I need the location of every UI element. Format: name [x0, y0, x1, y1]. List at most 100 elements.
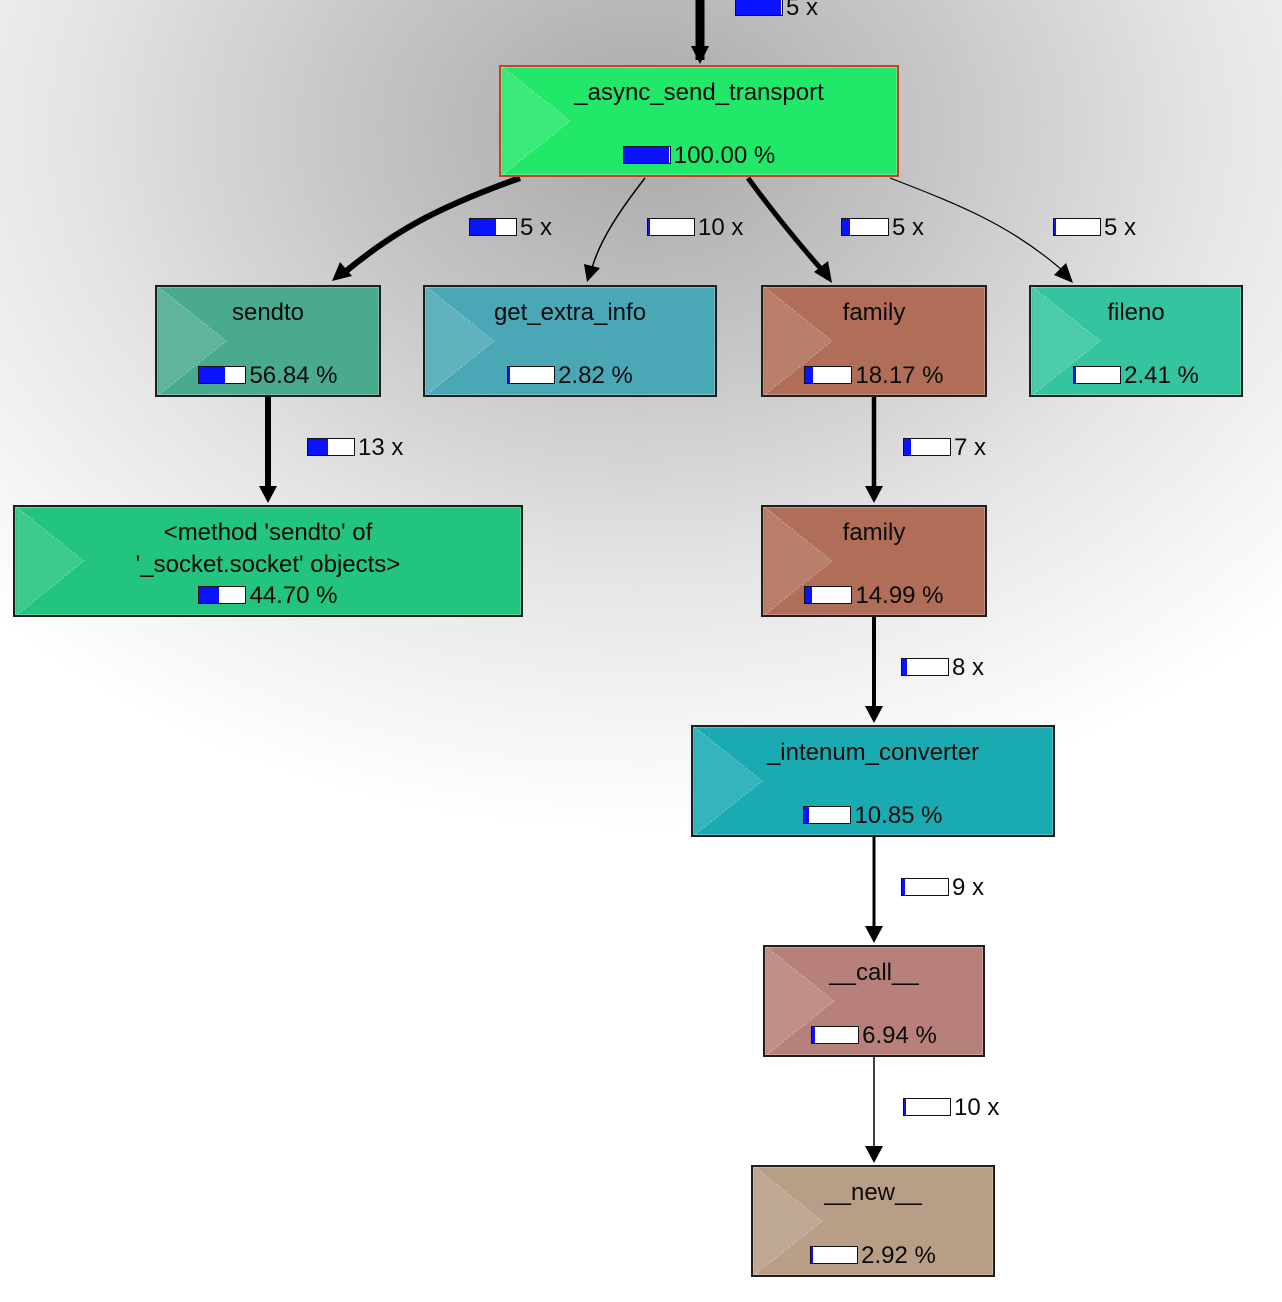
- cost-fill: [199, 586, 220, 603]
- edge-cost-fill: [904, 1098, 906, 1115]
- edge-cost-bar: [469, 217, 517, 236]
- edge-label: 10 x: [903, 1094, 999, 1122]
- cost-bar: [803, 805, 852, 824]
- cost-fill: [811, 1246, 814, 1263]
- node-call[interactable]: __call__ 6.94 %: [763, 945, 985, 1057]
- node-name: __call__: [829, 959, 919, 986]
- edge-cost-fill: [470, 218, 496, 235]
- cost-bar: [198, 585, 247, 604]
- cost-fill: [805, 586, 813, 603]
- arrowhead-icon: [814, 261, 832, 283]
- edge-cost-bar: [735, 0, 783, 16]
- node-new[interactable]: __new__ 2.92 %: [751, 1165, 995, 1277]
- edge-cost-bar: [903, 437, 951, 456]
- cost-fill: [1074, 366, 1077, 383]
- edge-cost-bar: [1053, 217, 1101, 236]
- arrowhead-icon: [865, 486, 883, 503]
- node-chevron-icon: [158, 287, 227, 395]
- node-chevron-icon: [502, 67, 571, 175]
- node-percent: 14.99 %: [855, 582, 944, 609]
- node-chevron-icon: [764, 287, 833, 395]
- node-chevron-icon: [754, 1167, 823, 1275]
- arrowhead-icon: [259, 486, 277, 503]
- edge-label: 9 x: [901, 874, 984, 902]
- cost-fill: [508, 366, 511, 383]
- edge-label: 5 x: [469, 214, 552, 242]
- node-percent: 6.94 %: [862, 1022, 937, 1049]
- edge-e1[interactable]: [343, 175, 522, 275]
- node-sendto[interactable]: sendto 56.84 %: [155, 285, 381, 397]
- cost-fill: [804, 806, 810, 823]
- cost-fill: [805, 366, 814, 383]
- node-family-inner[interactable]: family 14.99 %: [761, 505, 987, 617]
- node-chevron-icon: [694, 727, 763, 835]
- arrowhead-icon: [865, 1146, 883, 1163]
- cost-bar: [804, 365, 853, 384]
- edge-cost-bar: [841, 217, 889, 236]
- edge-e3[interactable]: [745, 176, 824, 272]
- edge-cost-bar: [901, 877, 949, 896]
- arrowhead-icon: [691, 46, 709, 64]
- node-name: __new__: [824, 1179, 922, 1206]
- node-percent: 10.85 %: [854, 802, 943, 829]
- arrowhead-icon: [332, 262, 352, 281]
- node-chevron-icon: [426, 287, 495, 395]
- node-name: <method 'sendto' of '_socket.socket' obj…: [135, 519, 401, 578]
- node-family[interactable]: family 18.17 %: [761, 285, 987, 397]
- edge-label: 5 x: [1053, 214, 1136, 242]
- edge-e2[interactable]: [591, 177, 646, 269]
- cost-bar: [622, 145, 671, 164]
- edge-cost-bar: [307, 437, 355, 456]
- arrowhead-icon: [1054, 263, 1073, 283]
- cost-bar: [507, 365, 556, 384]
- node-percent: 2.92 %: [861, 1242, 936, 1269]
- edge-label: 8 x: [901, 654, 984, 682]
- edge-cost-fill: [308, 438, 328, 455]
- cost-bar: [1073, 365, 1122, 384]
- node-percent: 18.17 %: [855, 362, 944, 389]
- node-name: _async_send_transport: [574, 79, 824, 106]
- arrowhead-icon: [584, 264, 600, 282]
- edge-label: 5 x: [735, 0, 818, 22]
- node-percent: 100.00 %: [673, 142, 776, 169]
- node-percent: 44.70 %: [249, 582, 338, 609]
- node-name: fileno: [1107, 299, 1165, 326]
- edge-label: 5 x: [841, 214, 924, 242]
- node-name: sendto: [231, 299, 305, 326]
- node-chevron-icon: [766, 947, 835, 1055]
- cost-bar: [810, 1245, 859, 1264]
- edge-cost-fill: [902, 658, 907, 675]
- node-chevron-icon: [764, 507, 833, 615]
- node-chevron-icon: [16, 507, 85, 615]
- edge-label: 13 x: [307, 434, 403, 462]
- node-get-extra-info[interactable]: get_extra_info 2.82 %: [423, 285, 717, 397]
- edge-cost-bar: [647, 217, 695, 236]
- node-name: family: [842, 299, 906, 326]
- edge-cost-fill: [842, 218, 850, 235]
- edge-cost-fill: [1054, 218, 1056, 235]
- arrowhead-icon: [865, 926, 883, 943]
- edge-cost-fill: [904, 438, 911, 455]
- edge-cost-bar: [903, 1097, 951, 1116]
- edge-cost-fill: [902, 878, 905, 895]
- arrowhead-icon: [865, 706, 883, 723]
- node-chevron-icon: [1032, 287, 1101, 395]
- cost-bar: [804, 585, 853, 604]
- edge-cost-fill: [736, 0, 781, 15]
- node-async-send-transport[interactable]: _async_send_transport 100.00 %: [499, 65, 899, 177]
- node-fileno[interactable]: fileno 2.41 %: [1029, 285, 1243, 397]
- edge-label: 10 x: [647, 214, 743, 242]
- node-percent: 2.82 %: [558, 362, 633, 389]
- edge-e4[interactable]: [889, 177, 1063, 271]
- node-name: _intenum_converter: [766, 739, 980, 766]
- node-intenum-converter[interactable]: _intenum_converter 10.85 %: [691, 725, 1055, 837]
- cost-bar: [198, 365, 247, 384]
- cost-fill: [812, 1026, 816, 1043]
- node-percent: 56.84 %: [249, 362, 338, 389]
- node-socket-sendto-method[interactable]: <method 'sendto' of '_socket.socket' obj…: [13, 505, 523, 617]
- cost-bar: [811, 1025, 860, 1044]
- edge-cost-fill: [648, 218, 650, 235]
- cost-fill: [199, 366, 226, 383]
- edge-label: 7 x: [903, 434, 986, 462]
